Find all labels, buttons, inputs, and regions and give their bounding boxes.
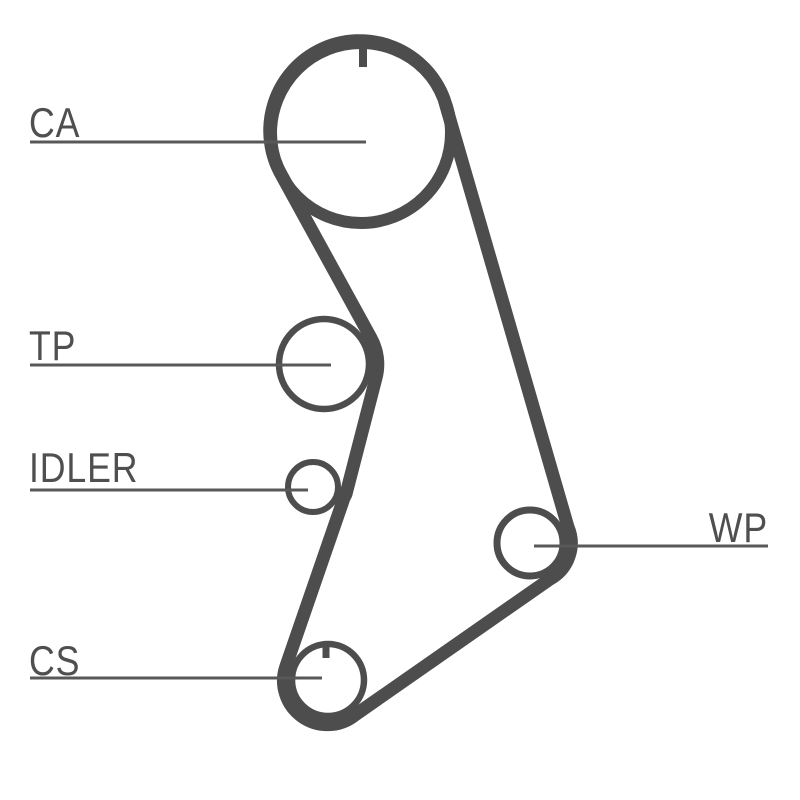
pulley-water-pump [493,506,567,580]
pulley-idler [285,459,341,515]
label-tp: TP [29,323,76,369]
label-ca: CA [29,100,80,146]
label-idler: IDLER [29,445,138,491]
label-wp: WP [709,505,768,551]
label-cs: CS [29,638,80,684]
pulley-camshaft [265,37,457,229]
